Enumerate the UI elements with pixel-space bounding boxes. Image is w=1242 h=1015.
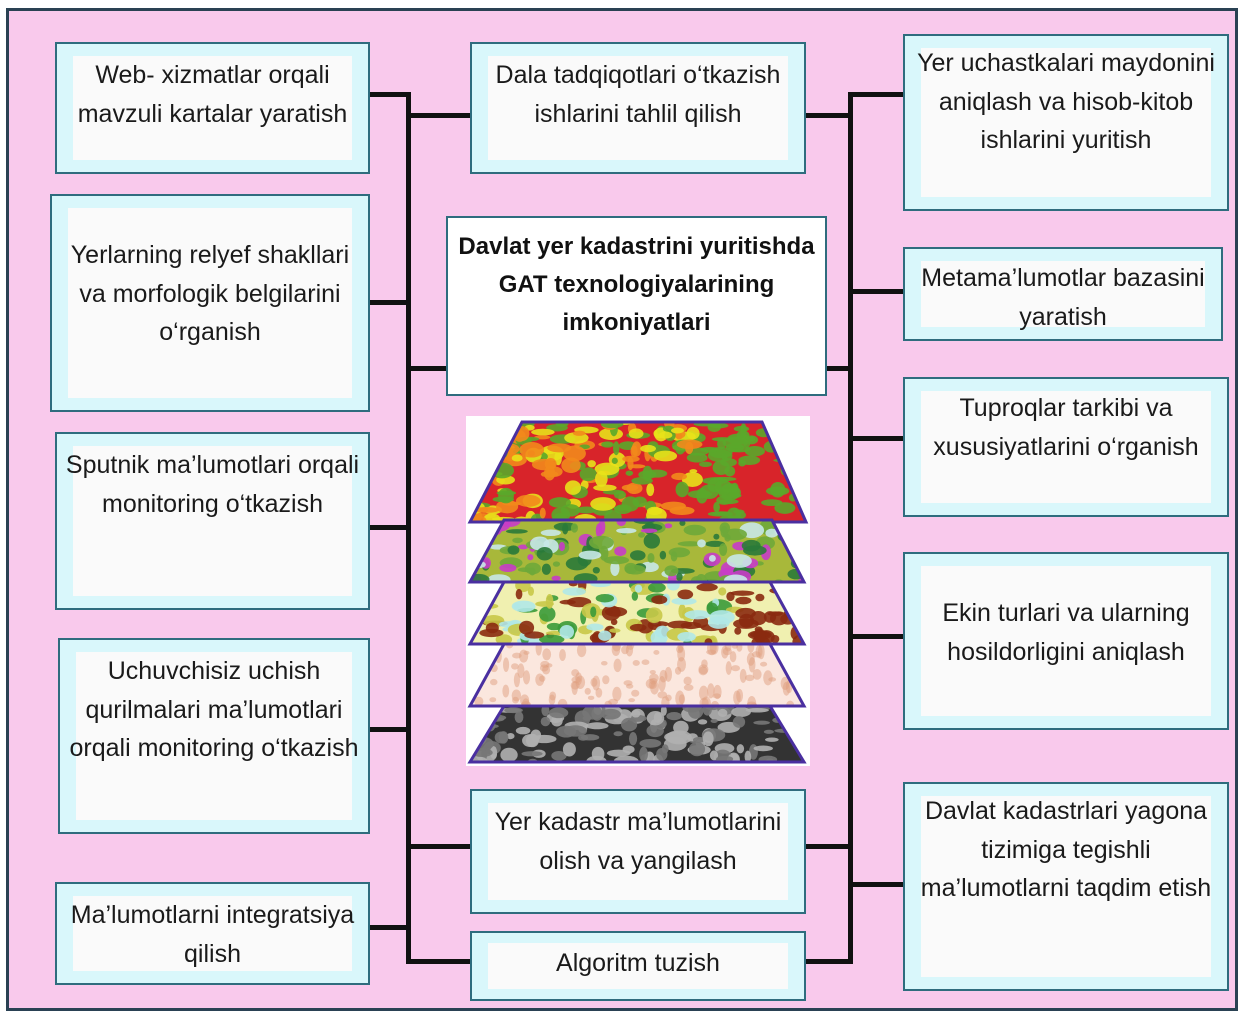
connector-middle-1-right <box>806 113 853 118</box>
box-right-3: Tuproqlar tarkibi va xususiyatlarini o‘r… <box>903 377 1229 517</box>
map-layer-land-cover <box>467 420 809 524</box>
gis-layers-svg <box>467 420 809 764</box>
map-layer-land-use <box>467 518 807 584</box>
connector-left-4 <box>370 727 411 732</box>
box-left-3-label: Sputnik ma’lumotlari orqali monitoring o… <box>65 451 360 518</box>
box-middle-2-label: Yer kadastr ma’lumotlarini olish va yang… <box>494 808 782 875</box>
box-right-4: Ekin turlari va ularning hosildorligini … <box>903 552 1229 730</box>
box-middle-3-label: Algoritm tuzish <box>556 949 720 977</box>
center-title: Davlat yer kadastrini yuritishda GAT tex… <box>458 233 815 336</box>
connector-right-5 <box>848 882 903 887</box>
box-right-5: Davlat kadastrlari yagona tizimiga tegis… <box>903 782 1229 991</box>
box-right-1: Yer uchastkalari maydonini aniqlash va h… <box>903 34 1229 211</box>
box-middle-1: Dala tadqiqotlari o‘tkazish ishlarini ta… <box>470 42 806 174</box>
connector-center-left <box>406 366 446 371</box>
center-title-box: Davlat yer kadastrini yuritishda GAT tex… <box>446 216 827 396</box>
box-left-1: Web- xizmatlar orqali mavzuli kartalar y… <box>55 42 370 174</box>
box-right-3-label: Tuproqlar tarkibi va xususiyatlarini o‘r… <box>933 394 1199 461</box>
box-middle-2: Yer kadastr ma’lumotlarini olish va yang… <box>470 789 806 914</box>
map-layer-elevation-contours <box>467 580 807 646</box>
box-right-1-label: Yer uchastkalari maydonini aniqlash va h… <box>917 49 1215 154</box>
connector-right-4 <box>848 634 903 639</box>
connector-center-right <box>827 366 853 371</box>
connector-middle-2-right <box>806 844 853 849</box>
connector-right-2 <box>848 289 903 294</box>
connector-right-1 <box>848 92 903 97</box>
map-layer-cadastral-boundaries <box>467 642 807 708</box>
connector-left-5 <box>370 925 411 930</box>
box-left-5: Ma’lumotlarni integratsiya qilish <box>55 882 370 985</box>
box-left-5-label: Ma’lumotlarni integratsiya qilish <box>70 901 355 968</box>
box-right-2-label: Metama’lumotlar bazasini yaratish <box>921 264 1205 331</box>
box-right-5-label: Davlat kadastrlari yagona tizimiga tegis… <box>920 797 1212 902</box>
box-left-4-label: Uchuvchisiz uchish qurilmalari ma’lumotl… <box>69 657 359 762</box>
right-spine <box>848 94 853 964</box>
box-left-2: Yerlarning relyef shakllari va morfologi… <box>50 194 370 412</box>
connector-middle-3-right <box>806 959 853 964</box>
connector-right-3 <box>848 436 903 441</box>
box-left-3: Sputnik ma’lumotlari orqali monitoring o… <box>55 432 370 610</box>
box-left-4: Uchuvchisiz uchish qurilmalari ma’lumotl… <box>58 638 370 834</box>
connector-middle-2 <box>406 844 470 849</box>
connector-middle-1 <box>406 113 470 118</box>
connector-middle-3 <box>406 959 470 964</box>
box-middle-3: Algoritm tuzish <box>470 931 806 1001</box>
connector-left-2 <box>370 300 411 305</box>
box-middle-1-label: Dala tadqiqotlari o‘tkazish ishlarini ta… <box>495 61 781 128</box>
box-left-2-label: Yerlarning relyef shakllari va morfologi… <box>70 241 350 346</box>
box-right-2: Metama’lumotlar bazasini yaratish <box>903 247 1223 341</box>
box-right-4-label: Ekin turlari va ularning hosildorligini … <box>942 599 1190 666</box>
gis-layers-illustration <box>466 416 810 766</box>
connector-left-1 <box>370 92 411 97</box>
map-layer-satellite-imagery <box>467 704 807 764</box>
connector-left-3 <box>370 525 411 530</box>
box-left-1-label: Web- xizmatlar orqali mavzuli kartalar y… <box>77 61 348 128</box>
